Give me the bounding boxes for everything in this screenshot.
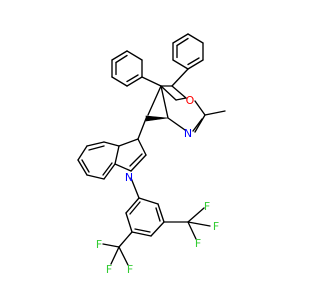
- bond-layer: [77, 33, 226, 266]
- cf3-group-left: [102, 231, 133, 266]
- phenyl-ring-right: [172, 33, 204, 70]
- cf3-group-right: [163, 207, 211, 240]
- fluorine-atom-label: F: [204, 200, 210, 213]
- atom-label-layer: O N N F F F F F F: [96, 94, 219, 276]
- fluorine-atom-label: F: [195, 237, 201, 250]
- methylene-linker: [137, 115, 169, 140]
- oxygen-atom-label: O: [186, 94, 195, 107]
- bis-trifluoromethylphenyl-ring: [125, 197, 165, 237]
- fluorine-atom-label: F: [127, 263, 133, 276]
- fluorine-atom-label: F: [106, 263, 112, 276]
- fluorine-atom-label: F: [213, 220, 219, 233]
- oxazoline-nitrogen-label: N: [184, 127, 192, 140]
- indole-nitrogen-label: N: [125, 171, 133, 184]
- indole-benzene-ring: [77, 141, 120, 180]
- canvas-background: [0, 0, 300, 300]
- indole-pyrrole-ring: [114, 138, 147, 172]
- n-aryl-bond: [130, 177, 140, 199]
- chemical-structure-diagram: O N N F F F F F F: [0, 0, 300, 300]
- phenyl-ring-left: [111, 50, 143, 87]
- fluorine-atom-label: F: [96, 238, 102, 251]
- oxazoline-ring: [141, 68, 226, 133]
